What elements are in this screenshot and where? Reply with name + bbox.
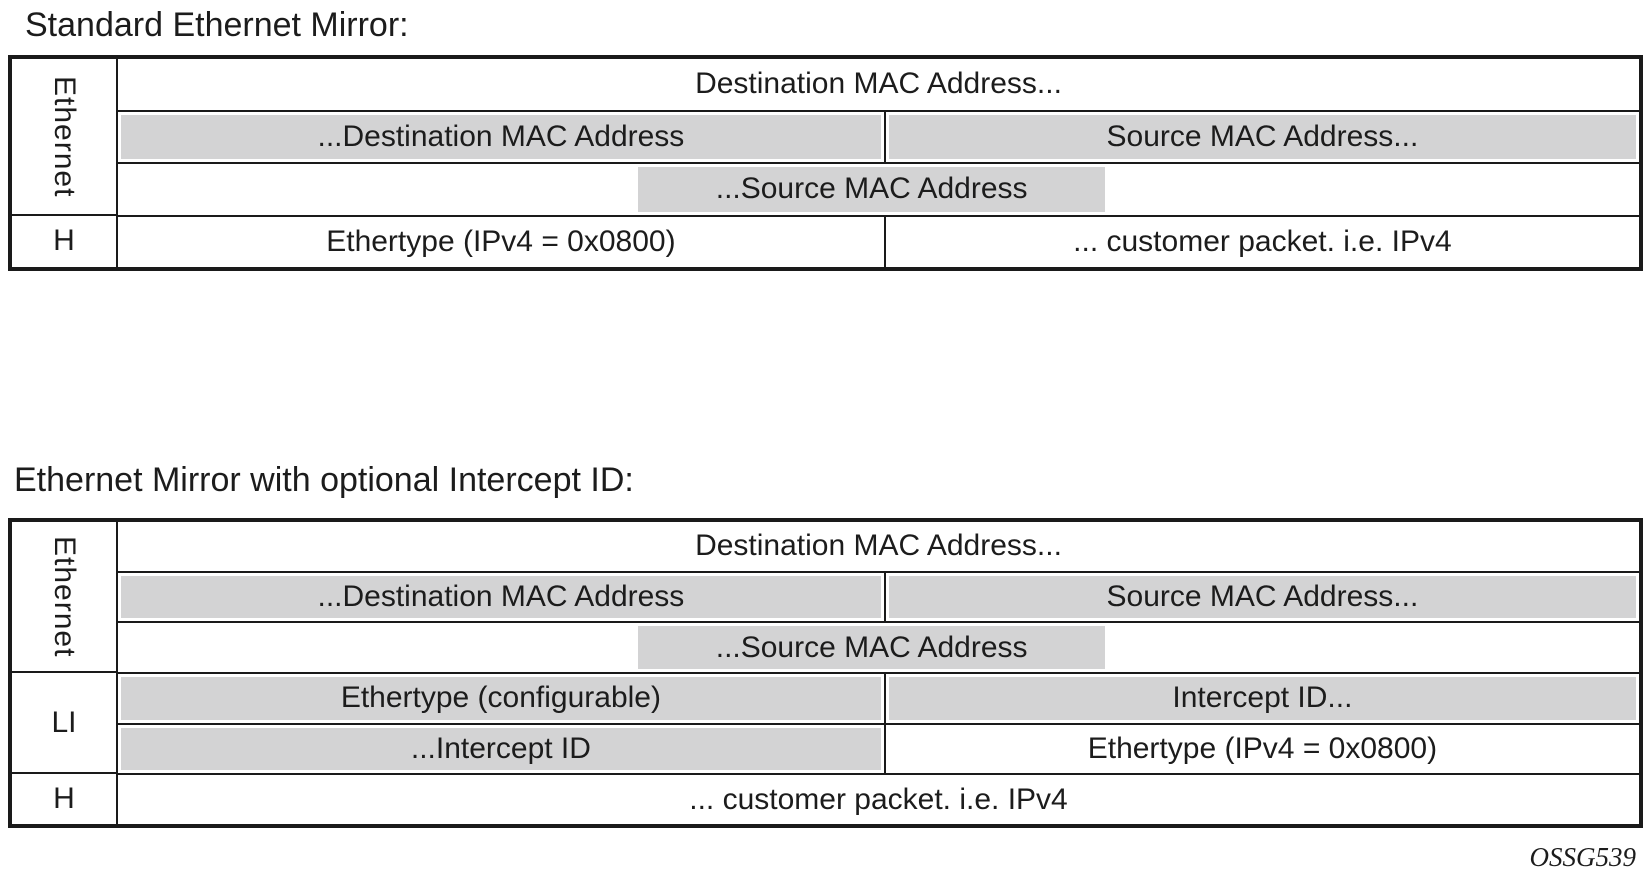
ethertype-ipv4-cell: Ethertype (IPv4 = 0x0800)	[326, 224, 676, 258]
li-label-text: LI	[51, 705, 77, 739]
standard-ethernet-header-label: Ethernet	[12, 59, 116, 214]
standard-field-rows: Destination MAC Address... ...Destinatio…	[118, 59, 1639, 267]
intercept-protocol-label-column: Ethernet LI H	[12, 522, 118, 824]
ethernet-label-text: Ethernet	[48, 75, 81, 197]
intercept-row-ethertype-interceptid: Ethertype (configurable) Intercept ID...	[118, 672, 1639, 723]
dest-mac-first-cell: Destination MAC Address...	[695, 529, 1062, 563]
standard-row-ethertype-payload: Ethertype (IPv4 = 0x0800) ... customer p…	[118, 214, 1639, 267]
intercept-id-first-cell: Intercept ID...	[885, 674, 1639, 723]
intercept-row-interceptid-ethertype: ...Intercept ID Ethertype (IPv4 = 0x0800…	[118, 722, 1639, 774]
standard-mirror-title: Standard Ethernet Mirror:	[25, 6, 409, 44]
src-mac-cont-cell: ...Source MAC Address	[638, 167, 1106, 212]
cell-divider	[883, 674, 886, 723]
intercept-h-header-label: H	[12, 772, 116, 824]
src-mac-first-cell: Source MAC Address...	[885, 572, 1639, 622]
dest-mac-cont-cell: ...Destination MAC Address	[118, 111, 884, 162]
cell-divider	[883, 724, 886, 774]
intercept-li-header-label: LI	[12, 671, 116, 773]
src-mac-cont-cell: ...Source MAC Address	[638, 626, 1106, 670]
h-label-text: H	[53, 782, 75, 816]
cell-divider	[883, 111, 886, 162]
standard-h-header-label: H	[12, 213, 116, 267]
standard-row-dest-src-mac: ...Destination MAC Address Source MAC Ad…	[118, 109, 1639, 162]
customer-packet-cell: ... customer packet. i.e. IPv4	[689, 782, 1068, 816]
intercept-mirror-title: Ethernet Mirror with optional Intercept …	[14, 461, 634, 499]
customer-packet-cell: ... customer packet. i.e. IPv4	[1073, 224, 1452, 258]
intercept-row-customer-packet: ... customer packet. i.e. IPv4	[118, 773, 1639, 825]
src-mac-first-cell: Source MAC Address...	[885, 111, 1639, 162]
intercept-ethernet-header-label: Ethernet	[12, 522, 116, 671]
standard-row-src-mac-2: ...Source MAC Address	[118, 162, 1639, 215]
intercept-row-dest-mac-1: Destination MAC Address...	[118, 522, 1639, 571]
ethertype-configurable-cell: Ethertype (configurable)	[118, 674, 884, 723]
cell-divider	[883, 572, 886, 622]
ethernet-label-text: Ethernet	[48, 535, 81, 658]
cell-divider	[883, 216, 886, 267]
ethertype-ipv4-cell: Ethertype (IPv4 = 0x0800)	[1087, 732, 1438, 766]
intercept-id-cont-cell: ...Intercept ID	[118, 724, 884, 774]
figure-code: OSSG539	[1529, 842, 1637, 872]
h-label-text: H	[53, 224, 75, 258]
dest-mac-cont-cell: ...Destination MAC Address	[118, 572, 884, 622]
intercept-mirror-table: Ethernet LI H Destination MAC Address...…	[8, 518, 1643, 828]
intercept-row-dest-src-mac: ...Destination MAC Address Source MAC Ad…	[118, 570, 1639, 622]
intercept-row-src-mac-2: ...Source MAC Address	[118, 621, 1639, 673]
dest-mac-first-cell: Destination MAC Address...	[695, 67, 1062, 101]
standard-row-dest-mac-1: Destination MAC Address...	[118, 59, 1639, 110]
intercept-field-rows: Destination MAC Address... ...Destinatio…	[118, 522, 1639, 825]
standard-mirror-table: Ethernet H Destination MAC Address... ..…	[8, 55, 1643, 271]
standard-protocol-label-column: Ethernet H	[12, 59, 118, 267]
